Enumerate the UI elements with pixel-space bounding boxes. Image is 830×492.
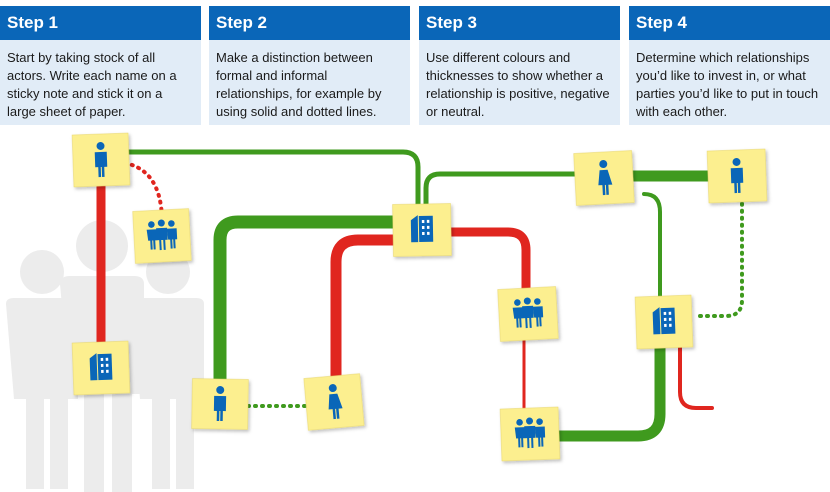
sticky-note-n2 — [132, 208, 192, 264]
step-1-text: Start by taking stock of all actors. Wri… — [0, 40, 201, 125]
link-n11-n10-informal — [698, 194, 744, 318]
building-icon — [89, 352, 113, 381]
sticky-note-n9 — [573, 150, 635, 206]
link-n8-n11-positive — [540, 336, 666, 442]
sticky-note-n4 — [191, 378, 249, 430]
step-4-panel: Step 4 Determine which relationships you… — [629, 6, 830, 125]
step-2-text: Make a distinction between formal and in… — [209, 40, 410, 125]
sticky-note-n10 — [706, 148, 768, 204]
sticky-note-n3 — [71, 340, 131, 396]
link-n5-n6-negative — [330, 234, 416, 398]
step-1-title: Step 1 — [0, 6, 201, 40]
link-n6-n7-negative — [435, 227, 531, 307]
sticky-note-n8 — [499, 406, 561, 462]
background-silhouettes — [6, 220, 204, 492]
sticky-notes — [71, 132, 768, 462]
connections — [96, 149, 744, 442]
sticky-note-n7 — [497, 286, 559, 342]
step-3-panel: Step 3 Use different colours and thickne… — [419, 6, 620, 125]
step-3-text: Use different colours and thicknesses to… — [419, 40, 620, 125]
link-n4-n6-positive — [213, 215, 409, 397]
sticky-note-n6 — [392, 203, 452, 257]
step-2-panel: Step 2 Make a distinction between formal… — [209, 6, 410, 125]
link-n1-n6-positive — [125, 149, 421, 213]
sticky-note-n5 — [303, 373, 365, 431]
building-icon — [410, 214, 434, 243]
link-n6-n9-positive — [423, 171, 583, 217]
step-4-title: Step 4 — [629, 6, 830, 40]
link-n9-n11-positive — [642, 192, 662, 312]
sticky-note-n11 — [634, 294, 694, 350]
building-icon — [652, 306, 676, 335]
step-3-title: Step 3 — [419, 6, 620, 40]
link-n11-negative-end — [678, 342, 714, 410]
step-4-text: Determine which relationships you’d like… — [629, 40, 830, 125]
step-1-panel: Step 1 Start by taking stock of all acto… — [0, 6, 201, 125]
sticky-note-n1 — [71, 132, 131, 188]
step-2-title: Step 2 — [209, 6, 410, 40]
